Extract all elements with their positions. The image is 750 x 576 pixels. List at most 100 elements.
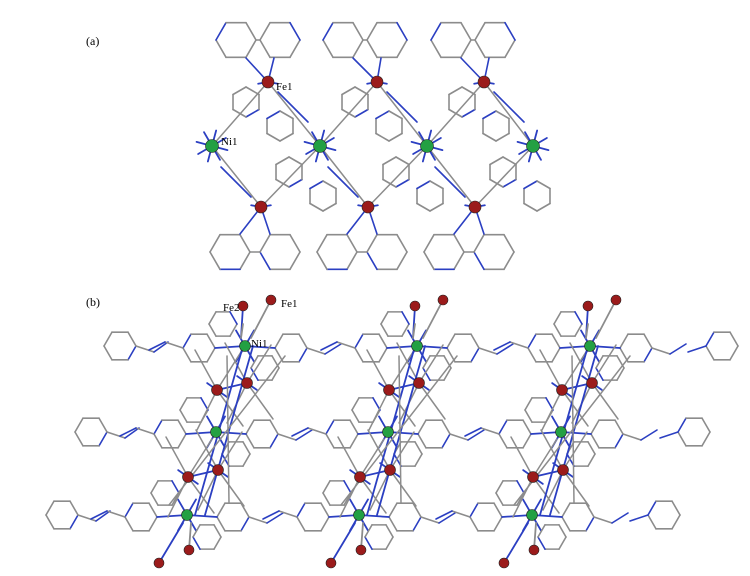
phenyl-ring — [448, 86, 463, 96]
fe-atom — [183, 544, 195, 556]
bipy-ring — [503, 251, 515, 271]
fe-atom — [468, 200, 482, 214]
pyridine-ring — [561, 516, 571, 532]
phenyl-ring — [171, 480, 180, 494]
pyridine-ring — [388, 502, 398, 518]
phenyl-ring — [595, 355, 604, 369]
phenyl-ring — [266, 110, 281, 120]
phenyl-ring — [382, 156, 397, 166]
phenyl-ring — [375, 132, 390, 142]
fe-atom — [528, 544, 540, 556]
ni-atom — [210, 426, 222, 438]
panel-b-label: (b) — [86, 295, 100, 309]
phenyl-ring — [229, 311, 238, 325]
phenyl-ring — [414, 453, 423, 467]
pyridine-ring — [103, 345, 113, 361]
bipy-ring — [396, 21, 408, 41]
azo — [438, 512, 456, 524]
ni-atom — [181, 509, 193, 521]
bridge-chain — [194, 349, 218, 391]
pyridine-ring — [153, 419, 163, 435]
bridge-chain — [388, 389, 416, 427]
bridge-chain — [510, 436, 534, 478]
pyridine-ring — [643, 333, 653, 349]
azo — [629, 514, 649, 522]
pyridine-ring — [701, 431, 711, 447]
bridge-chain — [246, 382, 274, 420]
pyridine-ring — [551, 333, 561, 349]
phenyl-ring — [587, 453, 596, 467]
phenyl-ring — [388, 132, 403, 142]
fe-atom — [498, 557, 510, 569]
pyridine-ring — [320, 502, 330, 518]
phenyl-ring — [574, 323, 583, 337]
pyridine-ring — [561, 502, 571, 518]
fe-atom — [586, 377, 598, 389]
fe-atom — [182, 471, 194, 483]
bridge-chain — [569, 342, 593, 384]
bridge-chain — [561, 389, 589, 427]
pyridine-ring — [296, 516, 306, 532]
pyridine-ring — [45, 500, 55, 516]
pyridine-ring — [498, 419, 508, 435]
phenyl-ring — [414, 441, 423, 455]
bipy-ring — [474, 39, 486, 59]
bipy-ring — [453, 251, 465, 271]
pyridine-ring — [417, 419, 427, 435]
ni-atom — [353, 509, 365, 521]
ni-atom — [584, 340, 596, 352]
pendant — [503, 522, 529, 564]
bridge-chain — [562, 469, 590, 507]
bipy-ring — [322, 39, 334, 59]
chain — [509, 341, 529, 349]
bipy-ring — [396, 39, 408, 59]
bipy-ring — [209, 251, 221, 271]
bridge-chain — [216, 389, 244, 427]
bipy-ring — [245, 39, 257, 59]
pyridine-ring — [182, 333, 192, 349]
phenyl-ring — [213, 524, 222, 538]
azo — [148, 341, 166, 351]
ni1-label-b: Ni1 — [251, 338, 268, 350]
phenyl-ring — [150, 480, 159, 494]
phenyl-ring — [242, 441, 251, 455]
pyridine-ring — [124, 502, 134, 518]
phenyl-ring — [372, 397, 381, 411]
pyridine-ring — [729, 331, 739, 347]
phenyl-ring — [495, 132, 510, 142]
bipy-ring — [259, 233, 271, 253]
bridge-chain — [359, 438, 385, 478]
bridge-chain — [561, 351, 587, 391]
pyridine-ring — [182, 347, 192, 363]
bipy-ring — [245, 21, 257, 41]
pyridine-ring — [619, 333, 629, 349]
phenyl-ring — [171, 492, 180, 506]
bridge-chain — [337, 436, 361, 478]
azo — [295, 429, 313, 441]
pyridine-ring — [522, 419, 532, 435]
phenyl-ring — [150, 492, 159, 506]
phenyl-ring — [416, 202, 431, 212]
fe-atom — [383, 384, 395, 396]
phenyl-ring — [229, 323, 238, 337]
phenyl-ring — [523, 180, 538, 190]
pyridine-ring — [729, 345, 739, 361]
pyridine-ring — [469, 516, 479, 532]
pyridine-ring — [493, 516, 503, 532]
pyridine-ring — [69, 514, 79, 530]
azo — [467, 429, 485, 441]
phenyl-ring — [275, 178, 290, 188]
pyridine-ring — [354, 333, 364, 349]
cn-arm — [434, 166, 466, 198]
bipy-ring — [289, 39, 301, 59]
strand — [549, 345, 599, 516]
phenyl-ring — [545, 397, 554, 411]
bipy-ring — [322, 21, 334, 41]
pyridine-ring — [647, 500, 657, 516]
phenyl-ring — [422, 367, 431, 381]
panel-a-label: (a) — [86, 34, 99, 48]
phenyl-ring — [364, 536, 373, 550]
fe-atom — [325, 557, 337, 569]
phenyl-ring — [395, 156, 410, 166]
chain — [480, 427, 500, 435]
